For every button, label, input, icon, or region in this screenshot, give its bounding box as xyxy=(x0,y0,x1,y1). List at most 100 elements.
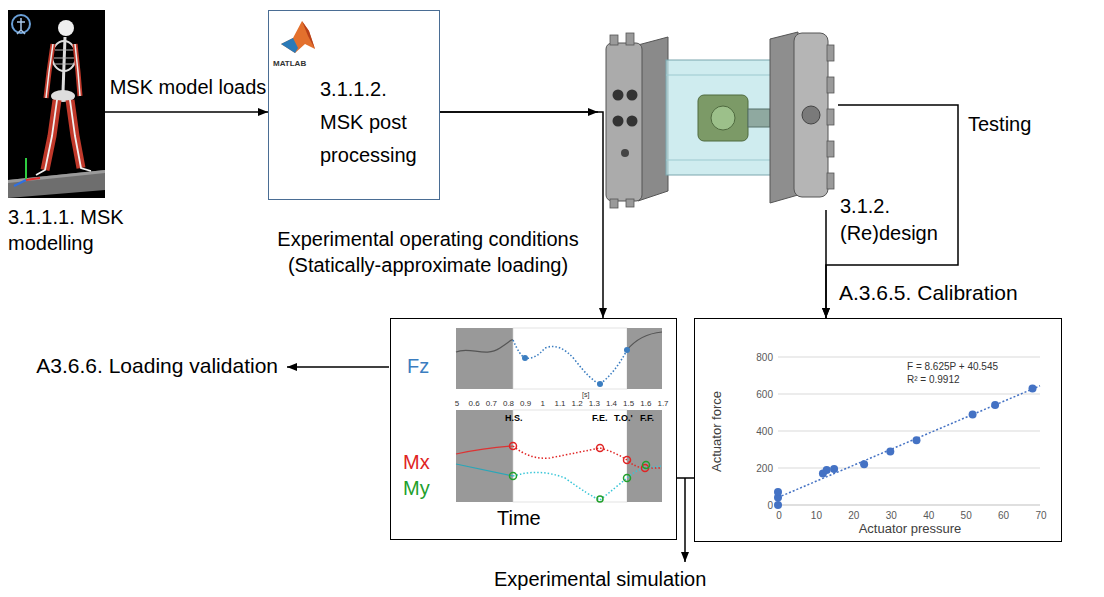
drawing-part xyxy=(8,170,105,198)
drawing-part xyxy=(36,100,91,175)
drawing-part xyxy=(823,466,831,474)
drawing-part xyxy=(886,447,894,455)
tick-label: 0.9 xyxy=(518,399,534,408)
free-label: Experimental simulation xyxy=(494,568,706,591)
drawing-part xyxy=(1029,384,1037,392)
connector-arrow xyxy=(677,477,694,479)
drawing-part xyxy=(827,109,834,125)
drawing-part xyxy=(626,33,634,45)
drawing-part xyxy=(624,457,631,464)
drawing-part xyxy=(913,436,921,444)
matlab-logo xyxy=(278,18,318,58)
drawing-part xyxy=(26,178,40,180)
tick-label: 1 xyxy=(535,399,551,408)
model-figure: 3.1.1.1. MSK modelling xyxy=(8,10,105,198)
drawing-part xyxy=(748,109,770,127)
tick-label: 30 xyxy=(879,510,903,522)
drawing-part xyxy=(794,33,828,197)
drawing-part xyxy=(778,431,1040,432)
loading-plot xyxy=(390,318,677,540)
event-label: F.E. xyxy=(592,413,608,423)
drawing-part xyxy=(624,347,630,353)
drawing-part xyxy=(778,468,1040,469)
section-label: 3.1.1.1. MSK modelling xyxy=(8,204,148,256)
drawing-part xyxy=(778,386,1040,498)
skeleton-illustration xyxy=(8,10,105,198)
drawing-part xyxy=(613,90,624,101)
drawing-part xyxy=(513,328,627,389)
tick-label: 400 xyxy=(733,426,773,438)
drawing-part xyxy=(513,446,662,468)
event-label: F.F. xyxy=(640,413,654,423)
tick-label: 0.7 xyxy=(483,399,499,408)
drawing-part xyxy=(456,464,513,476)
drawing-part xyxy=(969,410,977,418)
drawing-part xyxy=(627,332,662,350)
drawing-part xyxy=(597,381,603,387)
drawing-part xyxy=(25,158,27,180)
tick-label: 200 xyxy=(733,463,773,475)
fit-equation: F = 8.625P + 40.545 xyxy=(907,361,998,373)
tick-label: 50 xyxy=(954,510,978,522)
connector-arrow xyxy=(105,111,268,113)
tick-label: 10 xyxy=(804,510,828,522)
drawing-part xyxy=(860,460,868,468)
device-figure: 3.1.2. (Re)design xyxy=(598,15,838,210)
drawing-part xyxy=(456,446,513,454)
drawing-part xyxy=(627,116,638,127)
drawing-part xyxy=(778,357,1040,358)
tick-label: 0.8 xyxy=(501,399,517,408)
drawing-part xyxy=(510,443,517,450)
logo-caption: MATLAB xyxy=(273,59,306,68)
drawing-part xyxy=(830,465,838,473)
drawing-part xyxy=(302,21,315,49)
drawing-part xyxy=(281,38,298,53)
event-label: H.S. xyxy=(505,413,523,423)
drawing-part xyxy=(54,50,74,64)
tick-label: 1.1 xyxy=(552,399,568,408)
section-label: 3.1.2. (Re)design xyxy=(840,193,948,247)
drawing-part xyxy=(14,180,26,186)
drawing-part xyxy=(281,21,315,53)
device-illustration xyxy=(598,15,838,210)
drawing-part xyxy=(510,473,517,480)
drawing-part xyxy=(610,199,618,208)
chart-panel: Fz50.60.70.80.911.11.2[s]1.31.41.51.61.7… xyxy=(390,318,677,540)
edge-label: MSK model loads xyxy=(108,76,268,99)
drawing-part xyxy=(778,505,1040,506)
drawing-part xyxy=(613,116,624,127)
tick-label: 1.6 xyxy=(638,399,654,408)
edge-label: Testing xyxy=(968,113,1031,136)
drawing-part xyxy=(827,173,834,189)
drawing-part xyxy=(52,41,76,71)
tick-label: 0 xyxy=(767,510,791,522)
drawing-part xyxy=(626,199,634,207)
drawing-part xyxy=(627,328,662,389)
tick-label: 1.4 xyxy=(604,399,620,408)
connector-arrow xyxy=(440,112,603,318)
tick-label: 5 xyxy=(449,399,465,408)
drawing-part xyxy=(643,462,650,469)
tick-label: 0.6 xyxy=(466,399,482,408)
section-label: A.3.6.5. Calibration xyxy=(839,281,1018,305)
drawing-part xyxy=(711,106,735,130)
drawing-part xyxy=(774,501,782,509)
drawing-part xyxy=(827,77,834,93)
drawing-part xyxy=(456,340,513,352)
tick-label: 1.7 xyxy=(655,399,671,408)
drawing-part xyxy=(621,149,629,157)
drawing-part xyxy=(8,10,105,198)
tick-label: 1.2 xyxy=(569,399,585,408)
drawing-part xyxy=(597,496,603,502)
drawing-part xyxy=(827,45,834,61)
tick-label: 800 xyxy=(733,352,773,364)
axis-title: Time xyxy=(497,507,541,530)
drawing-part xyxy=(610,35,618,45)
drawing-part xyxy=(12,15,30,33)
drawing-part xyxy=(606,43,642,201)
drawing-part xyxy=(58,20,74,36)
drawing-part xyxy=(17,18,25,34)
chart-panel: A.3.6.5. Calibration8006004002000Actuato… xyxy=(694,318,1062,542)
axis-title: Actuator pressure xyxy=(855,522,965,537)
